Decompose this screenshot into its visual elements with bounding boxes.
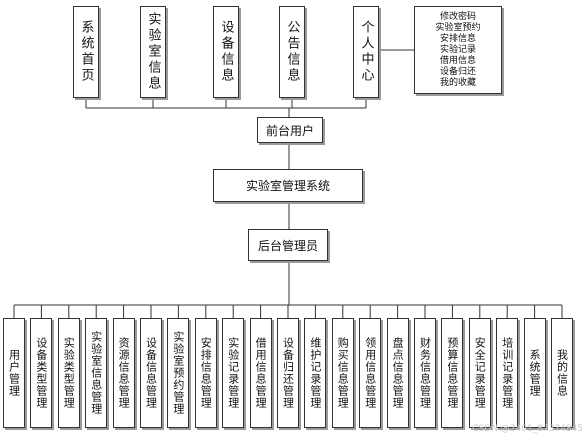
front-user-label: 前台用户 [265,123,314,138]
admin-module-box: 培训记录管理 [496,318,519,428]
admin-module-box: 用户管理 [3,318,25,428]
admin-module-label: 安全记录管理 [473,337,487,409]
admin-module-label: 财务信息管理 [418,337,432,409]
top-module-label: 个人中心 [358,20,374,84]
admin-module-label: 安排信息管理 [199,337,213,409]
personal-center-item: 我的收藏 [439,77,476,88]
admin-module-box: 设备信息管理 [140,318,162,428]
admin-module-label: 实验记录管理 [226,337,240,409]
admin-module-box: 预算信息管理 [441,318,464,428]
personal-center-item: 设备归还 [439,66,476,77]
admin-module-box: 领用信息管理 [359,318,382,428]
system-label: 实验室管理系统 [245,179,330,193]
admin-module-label: 盘点信息管理 [391,337,405,409]
admin-module-box: 我的信息 [551,318,573,428]
admin-module-box: 维护记录管理 [304,318,327,428]
admin-module-box: 盘点信息管理 [386,318,409,428]
top-module-label: 实验室信息 [145,12,161,92]
personal-center-item: 实验记录 [439,44,476,55]
admin-module-label: 资源信息管理 [117,337,131,409]
admin-module-box: 资源信息管理 [112,318,135,428]
admin-module-box: 财务信息管理 [414,318,436,428]
admin-module-label: 设备类型管理 [34,337,48,409]
personal-center-item: 实验室预约 [435,22,481,33]
admin-module-label: 实验类型管理 [62,337,76,409]
personal-center-item: 安排信息 [439,33,476,44]
top-module-box: 系统首页 [73,6,99,98]
admin-box: 后台管理员 [248,229,328,261]
admin-module-label: 购买信息管理 [336,337,350,409]
admin-module-label: 实验室预约管理 [171,331,185,415]
admin-module-box: 设备归还管理 [277,318,299,428]
admin-module-box: 安全记录管理 [468,318,491,428]
admin-module-label: 我的信息 [555,349,569,397]
admin-module-label: 借用信息管理 [254,337,268,409]
personal-center-item: 借用信息 [439,55,476,66]
top-module-label: 设备信息 [218,20,234,84]
personal-center-item: 修改密码 [439,11,476,22]
admin-module-label: 预算信息管理 [445,337,459,409]
top-module-box: 个人中心 [353,6,379,98]
admin-module-label: 实验室信息管理 [89,331,103,415]
top-module-label: 系统首页 [78,20,94,84]
front-user-box: 前台用户 [257,117,323,143]
system-box: 实验室管理系统 [213,169,363,202]
admin-module-box: 实验室预约管理 [167,318,190,428]
top-module-label: 公告信息 [284,20,300,84]
admin-module-label: 设备归还管理 [281,337,295,409]
top-module-box: 设备信息 [213,6,239,98]
admin-module-label: 维护记录管理 [308,337,322,409]
admin-module-box: 借用信息管理 [249,318,272,428]
admin-module-box: 系统管理 [523,318,546,428]
admin-module-label: 培训记录管理 [500,337,514,409]
admin-module-box: 实验类型管理 [57,318,80,428]
admin-module-label: 系统管理 [528,349,542,397]
admin-module-box: 购买信息管理 [331,318,354,428]
admin-label: 后台管理员 [257,238,318,253]
admin-module-label: 设备信息管理 [144,337,158,409]
personal-center-items-box: 修改密码实验室预约安排信息实验记录借用信息设备归还我的收藏 [414,6,502,94]
admin-module-box: 实验记录管理 [222,318,245,428]
admin-module-box: 实验室信息管理 [85,318,108,428]
admin-module-box: 设备类型管理 [30,318,53,428]
watermark: CSDN @2401_87374845 [472,424,583,434]
admin-module-label: 领用信息管理 [363,337,377,409]
admin-module-label: 用户管理 [7,349,21,397]
top-module-box: 公告信息 [279,6,305,98]
admin-module-box: 安排信息管理 [194,318,217,428]
top-module-box: 实验室信息 [140,6,166,98]
